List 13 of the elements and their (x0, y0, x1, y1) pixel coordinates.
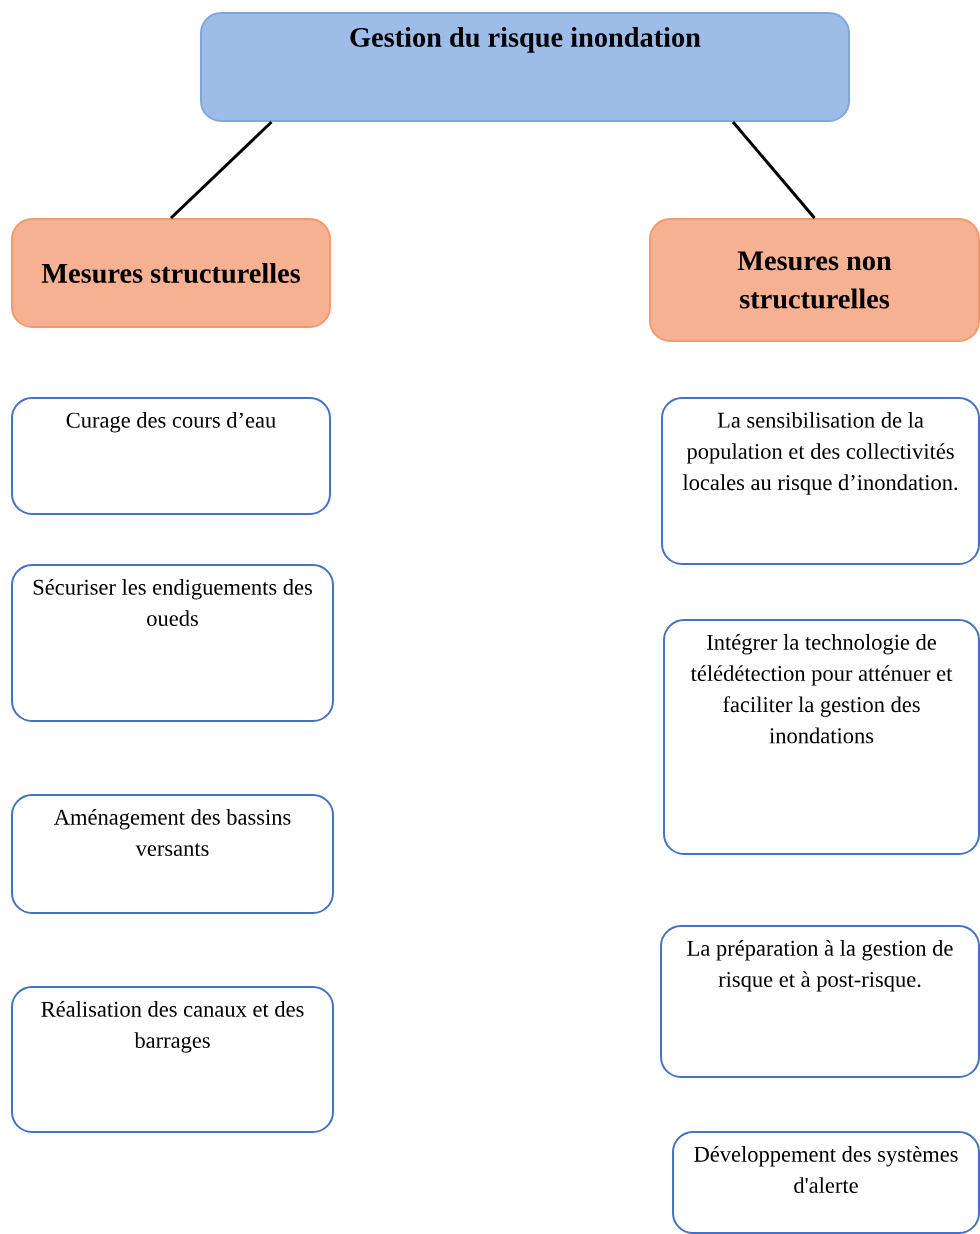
measure-box: Curage des cours d’eau (11, 397, 331, 515)
measure-box: Développement des systèmes d'alerte (672, 1131, 980, 1234)
connector-line (169, 120, 273, 220)
measure-box: Intégrer la technologie de télédétection pour atténuer et faciliter la gestion des inondations (663, 619, 980, 855)
measure-box: Aménagement des bassins versants (11, 794, 334, 914)
connector-line (731, 121, 816, 219)
category-box: Mesures non structurelles (649, 218, 980, 342)
title-box: Gestion du risque inondation (200, 12, 850, 122)
measure-box: Réalisation des canaux et des barrages (11, 986, 334, 1133)
measure-box: Sécuriser les endiguements des oueds (11, 564, 334, 722)
measure-box: La sensibilisation de la population et des collectivités locales au risque d’inondation. (661, 397, 980, 565)
measure-box: La préparation à la gestion de risque et à post-risque. (660, 925, 980, 1078)
category-box: Mesures structurelles (11, 218, 331, 328)
